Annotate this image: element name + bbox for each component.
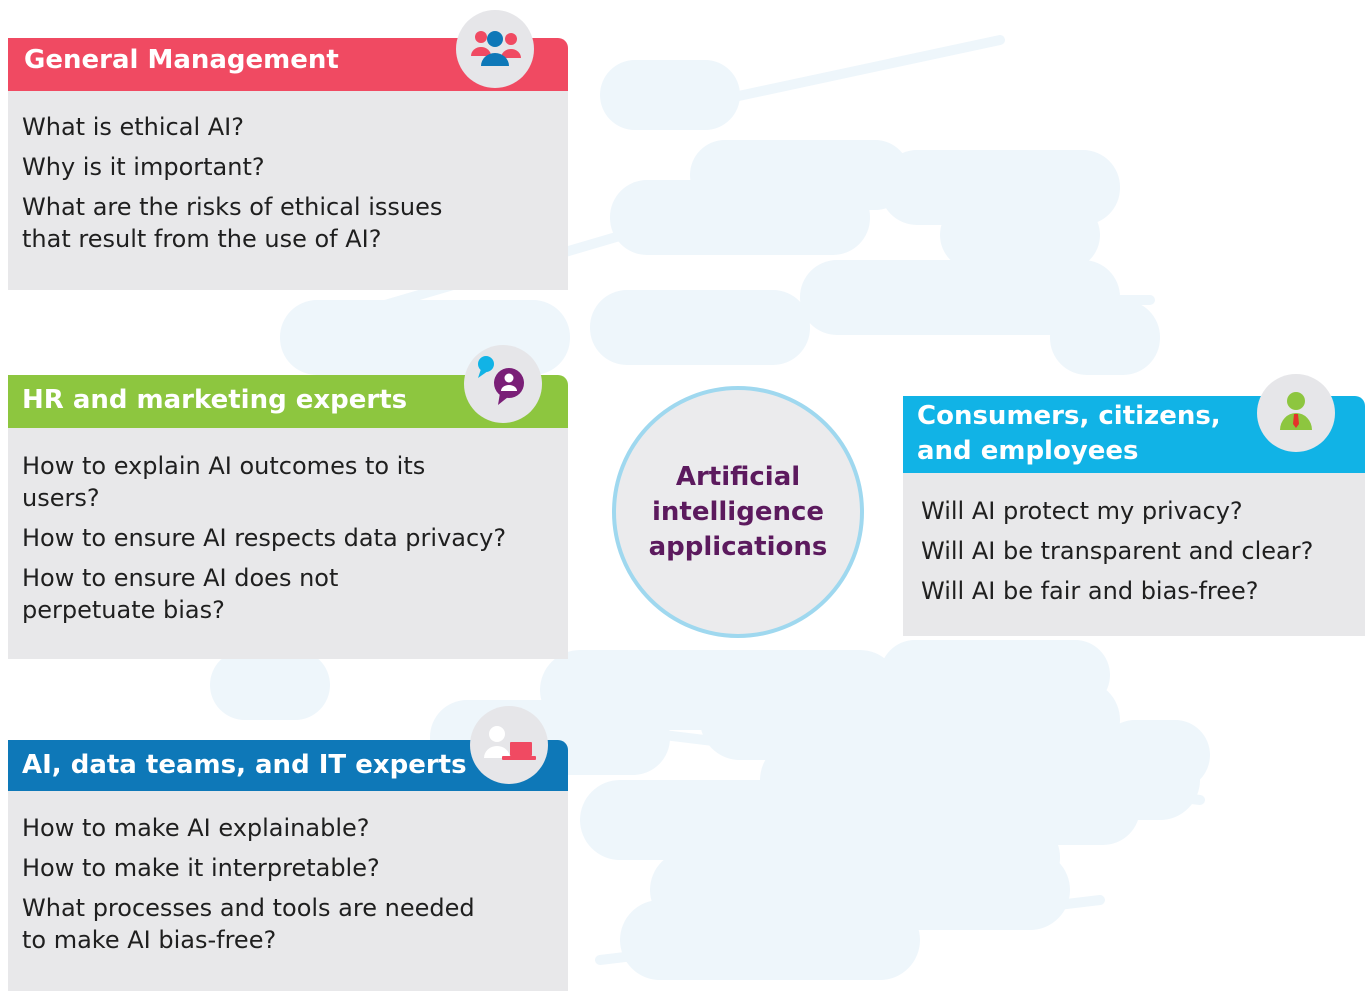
question-item: What is ethical AI?	[22, 113, 244, 141]
hr-marketing-card: HR and marketing experts How to explain …	[8, 345, 568, 659]
general-management-card: General Management What is ethical AI? W…	[8, 10, 568, 290]
hr-marketing-questions: How to explain AI outcomes to its users?…	[8, 428, 568, 659]
question-item: What are the risks of ethical issues tha…	[22, 193, 443, 253]
employee-icon	[1257, 374, 1335, 452]
general-management-title: General Management	[24, 45, 339, 75]
center-hub: Artificial intelligence applications	[612, 386, 864, 638]
ai-data-it-card: AI, data teams, and IT experts How to ma…	[8, 706, 568, 991]
consumers-title: Consumers, citizens, and employees	[917, 401, 1221, 466]
consumers-card: Consumers, citizens, and employees Will …	[903, 374, 1365, 636]
person-laptop-icon	[470, 706, 548, 784]
question-item: Why is it important?	[22, 153, 265, 181]
ai-data-it-title: AI, data teams, and IT experts	[22, 750, 467, 780]
question-item: How to make it interpretable?	[22, 854, 380, 882]
hr-marketing-title: HR and marketing experts	[22, 385, 408, 415]
question-item: Will AI be fair and bias-free?	[921, 577, 1259, 605]
question-item: What processes and tools are needed to m…	[22, 894, 475, 954]
general-management-questions: What is ethical AI? Why is it important?…	[8, 91, 568, 290]
consumers-questions: Will AI protect my privacy? Will AI be t…	[903, 473, 1365, 636]
question-item: Will AI protect my privacy?	[921, 497, 1243, 525]
center-hub-label: Artificial intelligence applications	[648, 461, 828, 562]
question-item: How to make AI explainable?	[22, 814, 370, 842]
ai-data-it-questions: How to make AI explainable? How to make …	[8, 791, 568, 991]
question-item: How to explain AI outcomes to its users?	[22, 452, 426, 512]
question-item: Will AI be transparent and clear?	[921, 537, 1314, 565]
question-item: How to ensure AI respects data privacy?	[22, 524, 507, 552]
group-people-icon	[456, 10, 534, 88]
question-item: How to ensure AI does not perpetuate bia…	[22, 564, 339, 624]
chat-person-icon	[464, 345, 542, 423]
